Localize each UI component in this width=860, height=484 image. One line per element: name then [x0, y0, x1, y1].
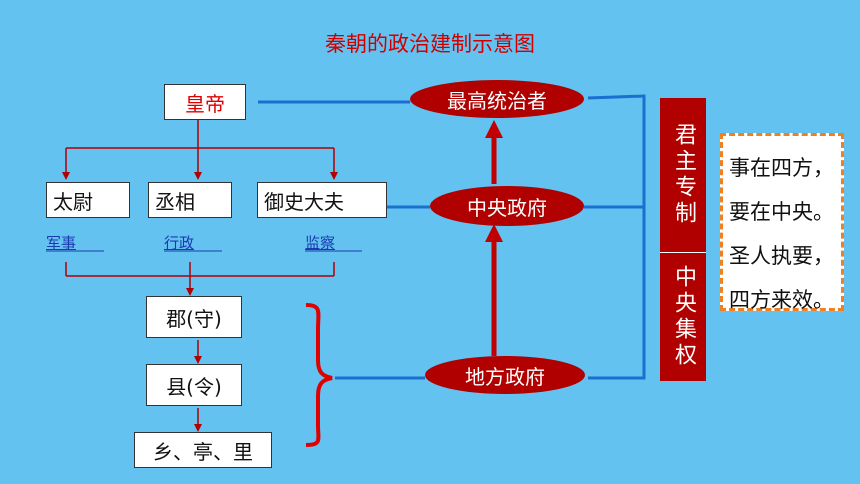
official-yushidafu: 御史大夫: [257, 182, 387, 218]
centralization-bar: 中央集权: [660, 252, 706, 381]
duty-supervision[interactable]: 监察: [305, 234, 336, 252]
centralization-label: 中央集权: [671, 265, 696, 369]
autocracy-label: 君主专制: [671, 123, 696, 227]
county-box: 县(令): [146, 364, 242, 406]
duty-administration[interactable]: 行政: [164, 234, 195, 252]
duty-military[interactable]: 军事: [46, 234, 77, 252]
central-government-ellipse: 中央政府: [430, 186, 584, 226]
quote-line: 要在中央。: [729, 200, 834, 224]
commandery-box: 郡(守): [146, 296, 242, 338]
official-taiwei: 太尉: [46, 182, 130, 218]
township-box: 乡、亭、里: [134, 432, 272, 468]
autocracy-bar: 君主专制: [660, 98, 706, 252]
quote-line: 圣人执要，: [729, 244, 834, 268]
local-government-ellipse: 地方政府: [425, 356, 585, 394]
emperor-box: 皇帝: [164, 84, 246, 120]
quote-line: 四方来效。: [729, 288, 834, 312]
quote-box: 事在四方， 要在中央。 圣人执要， 四方来效。: [720, 133, 844, 312]
page-title: 秦朝的政治建制示意图: [325, 32, 535, 56]
quote-line: 事在四方，: [729, 156, 834, 180]
supreme-ruler-ellipse: 最高统治者: [410, 80, 584, 118]
official-chengxiang: 丞相: [148, 182, 232, 218]
